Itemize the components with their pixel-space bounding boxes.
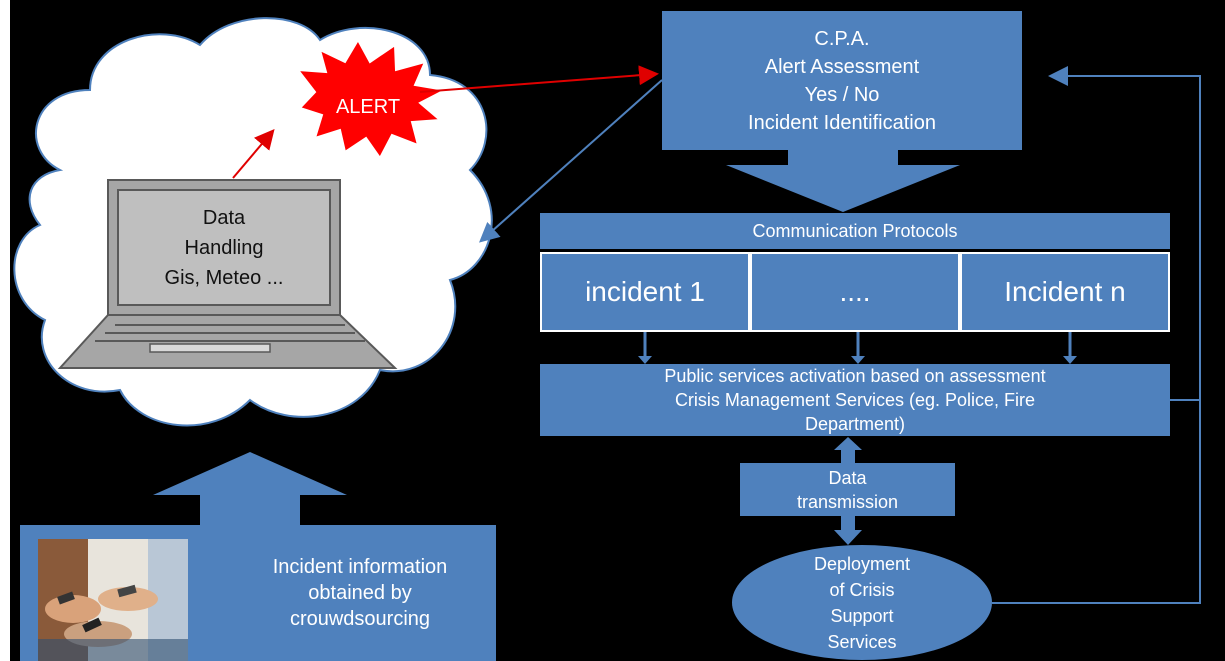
incident-cell: ....: [750, 252, 960, 332]
laptop: [57, 179, 398, 369]
deployment-line: Deployment: [813, 553, 911, 574]
public-services-line: Department): [804, 414, 906, 434]
data-transmission-line: Data: [828, 467, 867, 488]
crowdsourcing-box: Incident information obtained by crouwds…: [20, 525, 496, 661]
data-transmission-line: transmission: [796, 491, 899, 512]
laptop-line: Handling: [184, 236, 264, 259]
deployment-line: Support: [830, 605, 894, 626]
incident-cell: Incident n: [960, 252, 1170, 332]
deployment-line: Services: [827, 631, 897, 652]
cpa-line: Yes / No: [804, 83, 880, 106]
cpa-to-cloud-arrow: [479, 79, 663, 243]
crowdsourcing-line: crouwdsourcing: [289, 608, 431, 630]
alert-to-cpa-arrow: [419, 65, 659, 93]
cpa-alert-assessment-box: C.P.A. Alert Assessment Yes / No Inciden…: [662, 11, 1022, 150]
data-deploy-arrow: [834, 516, 862, 545]
crowdsourcing-line: obtained by: [308, 582, 412, 604]
laptop-screen-text: Data Handling Gis, Meteo ...: [118, 195, 330, 300]
laptop-line: Gis, Meteo ...: [164, 266, 284, 289]
cpa-line: Incident Identification: [748, 111, 936, 134]
crowd-phones-photo: [38, 539, 188, 661]
incident-cell: incident 1: [540, 252, 750, 332]
deployment-ellipse: Deployment of Crisis Support Services: [732, 545, 992, 660]
alert-starburst: [295, 37, 449, 160]
cpa-line: C.P.A.: [814, 27, 870, 50]
laptop-to-alert-arrow: [232, 128, 275, 179]
communication-protocols-header: Communication Protocols: [540, 213, 1170, 249]
data-transmission-box: Data transmission: [740, 463, 955, 516]
crowdsourcing-line: Incident information: [272, 556, 448, 578]
crowdsourcing-text: Incident information obtained by crouwds…: [225, 525, 495, 661]
alert-label: ALERT: [335, 96, 401, 118]
laptop-line: Data: [202, 206, 246, 229]
cpa-down-arrow: [726, 150, 960, 212]
public-services-box: Public services activation based on asse…: [540, 364, 1170, 436]
incident-arrows: [638, 332, 1077, 364]
cpa-line: Alert Assessment: [764, 55, 920, 78]
public-data-arrow: [834, 437, 862, 463]
public-services-line: Public services activation based on asse…: [664, 366, 1046, 386]
public-services-line: Crisis Management Services (eg. Police, …: [674, 390, 1036, 410]
crowd-up-arrow: [153, 452, 347, 525]
deployment-line: of Crisis: [829, 579, 895, 600]
feedback-loop-line: [992, 66, 1201, 604]
